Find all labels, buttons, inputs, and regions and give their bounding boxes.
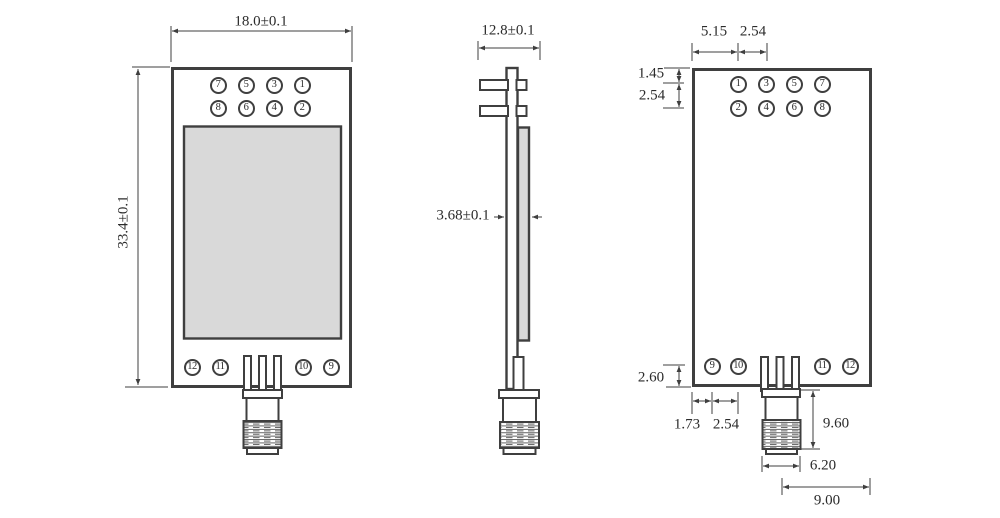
side-view [479,66,540,455]
back-dimension-lines [663,43,871,495]
pin-circle: 5 [785,75,803,93]
pin-circle: 9 [322,358,340,376]
side-bottom-pin [512,356,525,391]
front-view [171,67,352,455]
pin-circle: 1 [729,75,747,93]
pin-circle: 6 [785,99,803,117]
pin-circle: 4 [265,99,283,117]
sma-tip [246,447,279,455]
dim-back-bottom-row: 2.60 [637,369,665,386]
front-sma-connector [242,389,283,455]
side-shield [516,126,531,342]
pin-circle: 4 [757,99,775,117]
back-sma-connector [761,388,802,455]
dim-connector-width: 6.20 [809,457,837,474]
dim-connector-length: 9.60 [822,415,850,432]
dim-back-pin-pitch-top: 2.54 [739,23,767,40]
dim-side-thickness: 3.68±0.1 [436,207,490,224]
back-view [692,68,872,455]
dim-back-row-pitch: 2.54 [638,87,666,104]
sma-knurl [242,420,283,449]
pin-circle: 1 [293,76,311,94]
pin-circle: 10 [294,358,312,376]
dim-back-pin-pitch-bottom: 2.54 [712,416,740,433]
pin-circle: 3 [265,76,283,94]
dim-back-top-to-row1: 1.45 [637,65,665,82]
side-pin-lower [479,105,509,117]
pin-circle: 3 [757,75,775,93]
dim-side-pin-length: 12.8±0.1 [481,22,535,39]
pin-circle: 11 [211,358,229,376]
dim-back-edge-to-pin1: 5.15 [700,23,728,40]
back-module-outline [692,68,872,387]
side-sma-connector [498,389,540,455]
pin-circle: 12 [183,358,201,376]
pin-circle: 12 [841,357,859,375]
pin-circle: 10 [729,357,747,375]
dim-connector-to-edge: 9.00 [813,492,841,509]
front-shield [182,125,343,340]
pin-circle: 8 [813,99,831,117]
side-pin-upper [479,79,509,91]
sma-body [245,397,280,422]
sma-flange [242,389,283,399]
pin-circle: 7 [209,76,227,94]
pin-circle: 11 [813,357,831,375]
front-bottom-header-pins [243,355,282,393]
pin-circle: 2 [293,99,311,117]
pin-circle: 6 [237,99,255,117]
dim-front-width: 18.0±0.1 [234,13,288,30]
side-dimension-lines [477,41,542,220]
pin-circle: 2 [729,99,747,117]
pin-circle: 5 [237,76,255,94]
pin-circle: 9 [703,357,721,375]
dim-front-height: 33.4±0.1 [115,195,132,249]
back-bottom-header-pins [760,356,800,392]
pin-circle: 7 [813,75,831,93]
front-dimension-lines [125,26,353,388]
dim-back-edge-to-pin9: 1.73 [673,416,701,433]
pin-circle: 8 [209,99,227,117]
